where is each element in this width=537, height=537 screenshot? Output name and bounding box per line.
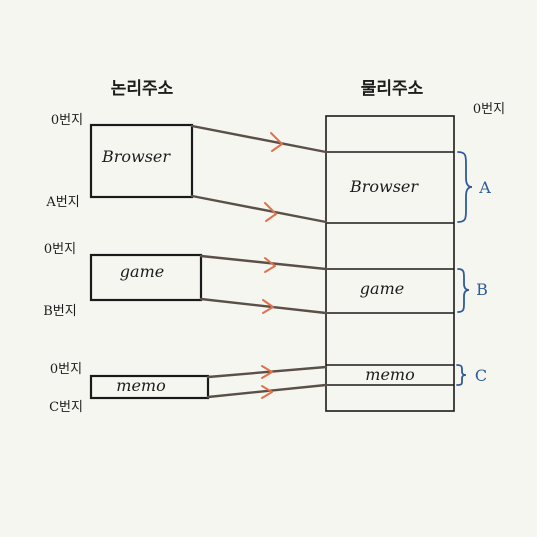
mapping-line-memo-top — [206, 365, 328, 379]
physical-game-label: game — [360, 279, 404, 298]
physical-memory-column — [325, 115, 455, 412]
memo-start-label: 0번지 — [50, 362, 82, 377]
brace-b — [457, 268, 470, 313]
game-start-label: 0번지 — [44, 242, 76, 257]
arrowhead-icon — [261, 365, 273, 379]
arrowhead-icon — [270, 132, 283, 152]
logical-memo-label: memo — [116, 376, 165, 395]
mapping-line-game-top — [199, 254, 328, 271]
arrowhead-icon — [264, 257, 276, 273]
arrowhead-icon — [264, 202, 277, 222]
mapping-line-game-bottom — [199, 297, 328, 315]
arrowhead-icon — [262, 299, 274, 314]
logical-memo-block — [89, 374, 210, 400]
browser-end-label: A번지 — [45, 195, 79, 210]
brace-c — [456, 364, 467, 386]
physical-browser-label: Browser — [349, 177, 419, 196]
game-end-label: B번지 — [43, 304, 76, 319]
segment-c-label: C — [475, 366, 487, 385]
mapping-line-browser-top — [190, 124, 328, 154]
physical-memo-label: memo — [365, 365, 414, 384]
segment-a-label: A — [478, 178, 491, 197]
logical-game-label: game — [120, 262, 164, 281]
logical-address-title: 논리주소 — [111, 79, 174, 99]
mapping-line-memo-bottom — [206, 383, 328, 399]
physical-start-label: 0번지 — [473, 102, 505, 117]
physical-address-title: 물리주소 — [361, 79, 424, 99]
browser-start-label: 0번지 — [51, 113, 83, 128]
logical-game-block — [89, 253, 203, 302]
brace-a — [457, 151, 473, 223]
memo-end-label: C번지 — [49, 400, 83, 415]
mapping-line-browser-bottom — [190, 194, 328, 224]
segment-b-label: B — [476, 280, 488, 299]
arrowhead-icon — [261, 385, 273, 399]
logical-browser-block — [89, 123, 194, 199]
logical-browser-label: Browser — [101, 147, 171, 166]
